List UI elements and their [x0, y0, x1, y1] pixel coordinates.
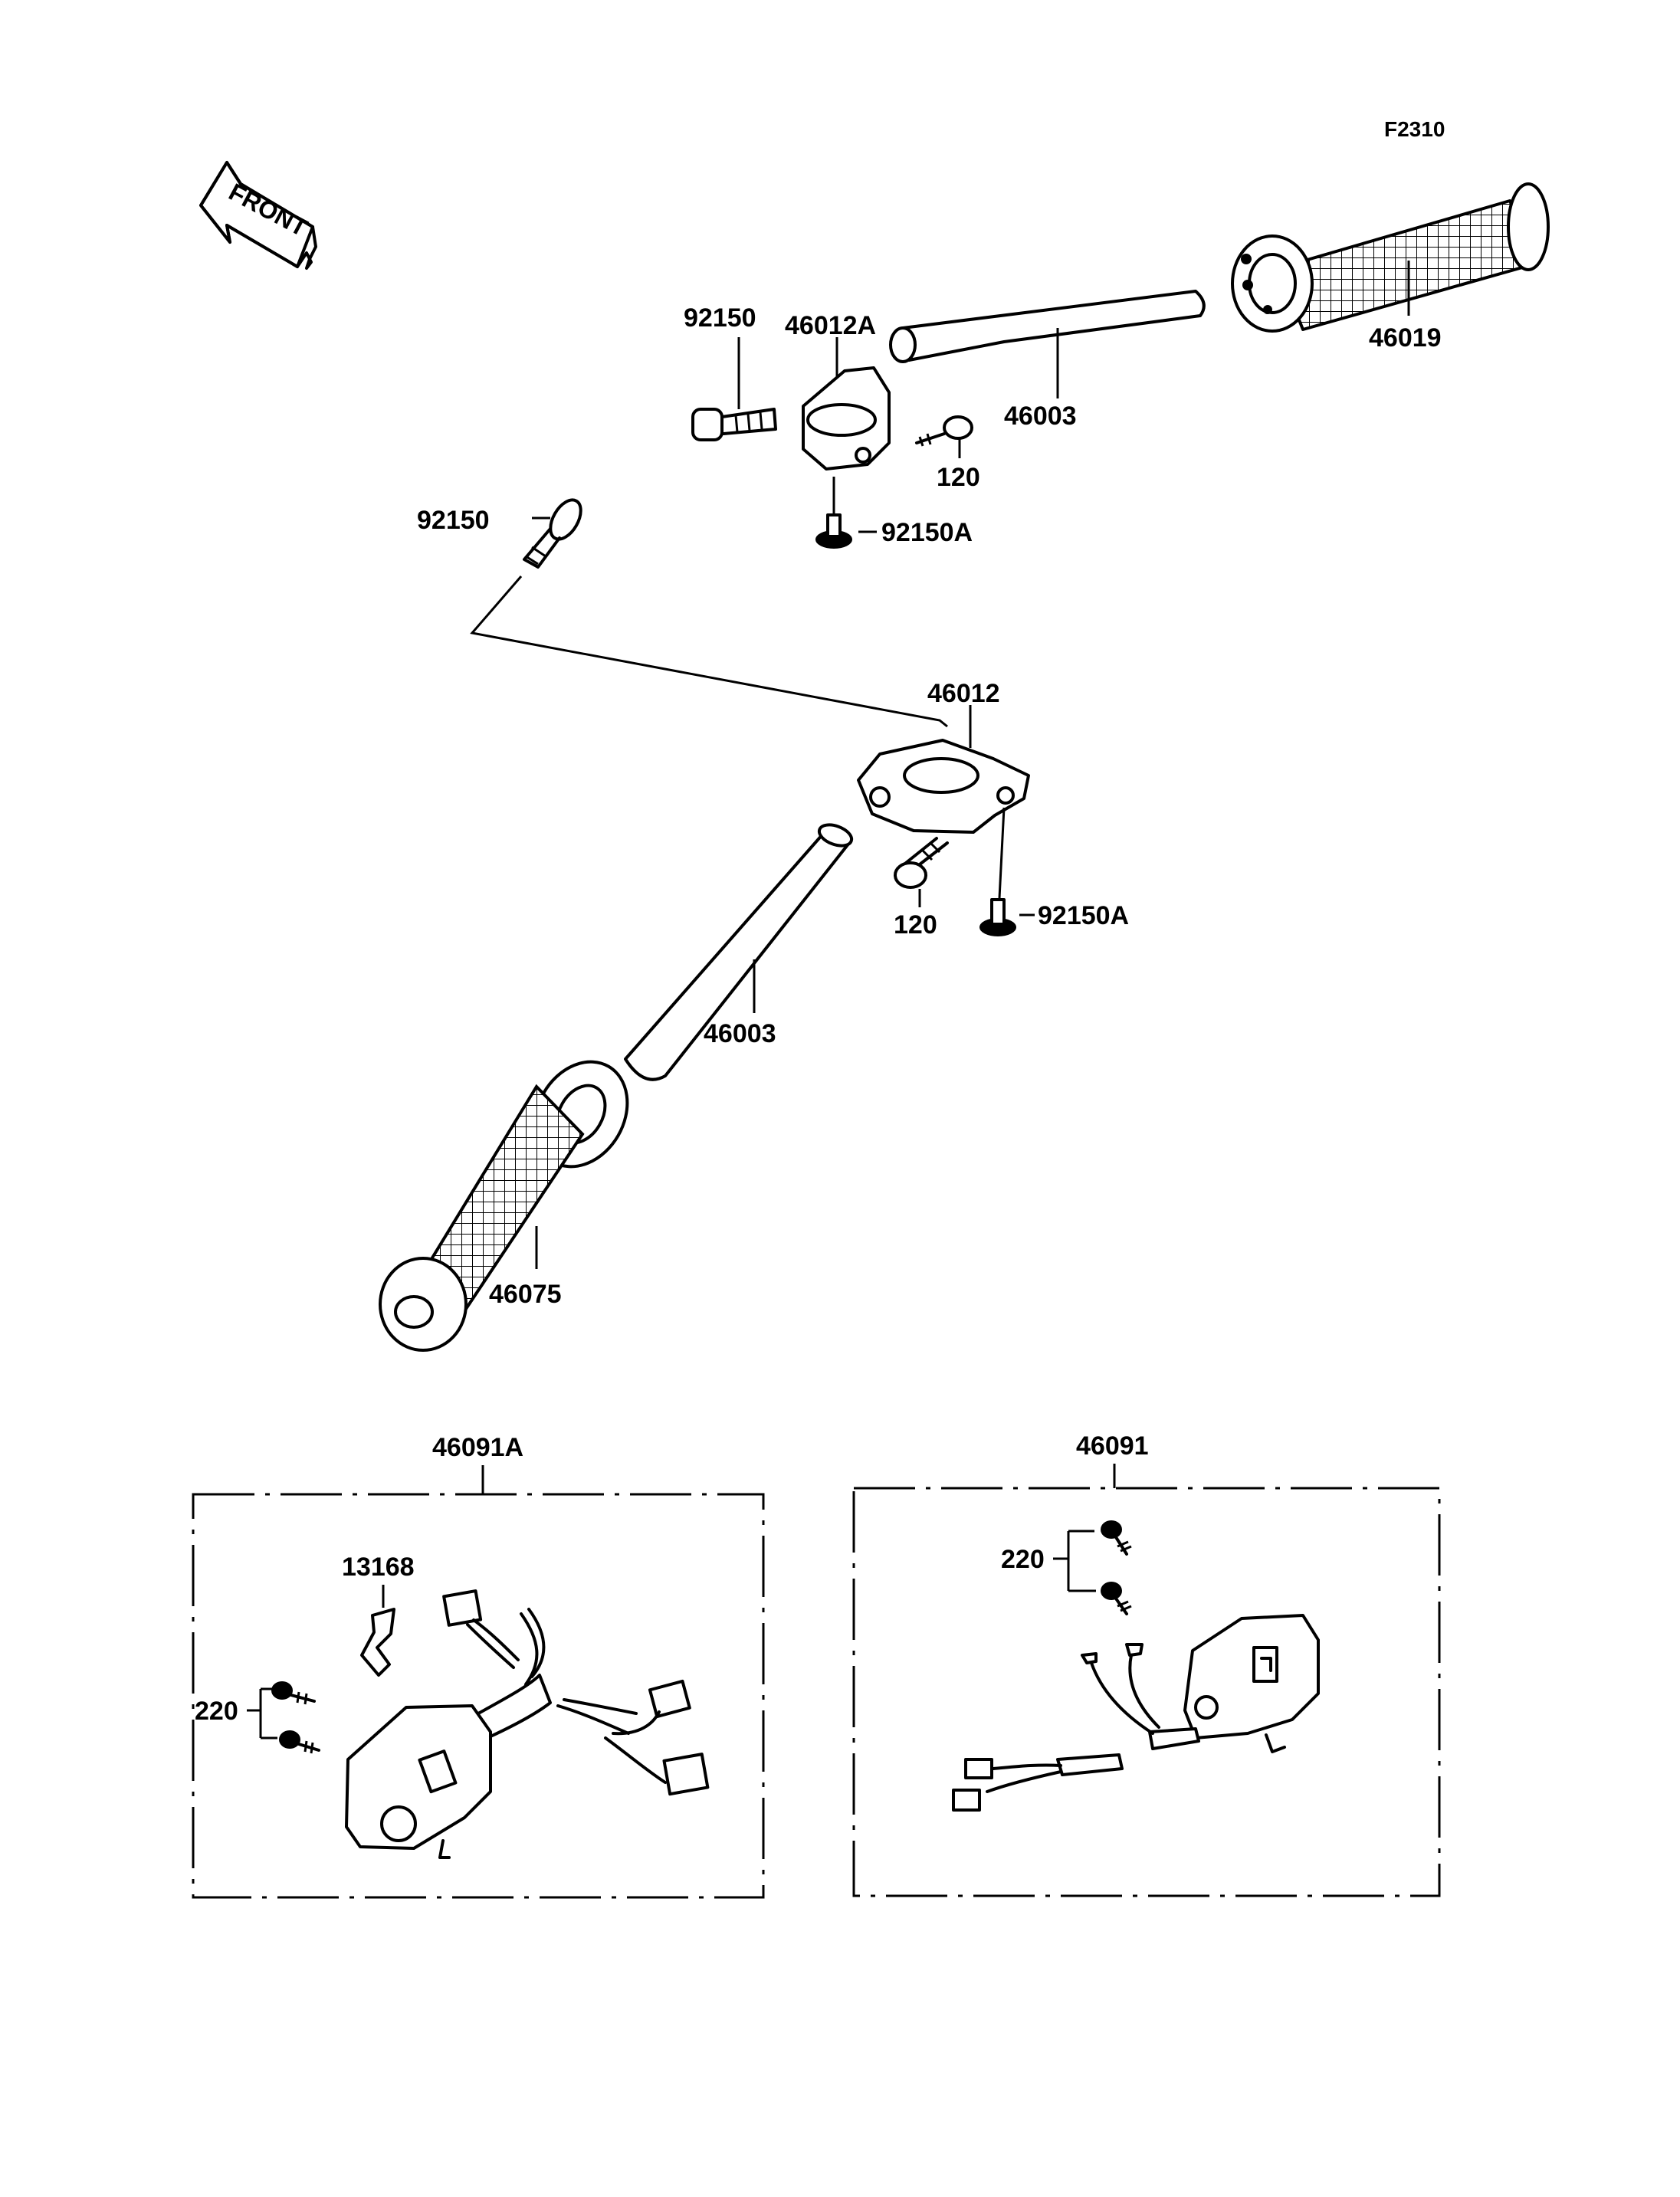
switch-screw-left-a	[271, 1681, 316, 1705]
right-handlebar-switch	[1148, 1614, 1320, 1753]
label-92150A-upper: 92150A	[881, 518, 973, 547]
label-46075: 46075	[489, 1280, 562, 1309]
label-92150A-left: 92150A	[1038, 901, 1129, 930]
left-handlebar-clamp	[857, 739, 1030, 834]
left-handlebar-switch	[345, 1608, 552, 1859]
label-120-left: 120	[894, 910, 937, 939]
right-handlebar-pipe	[889, 290, 1206, 363]
clip-13168	[360, 1608, 395, 1677]
clamp-bolt-left	[523, 498, 582, 569]
small-screw-upper	[915, 415, 973, 447]
throttle-grip	[1231, 182, 1550, 333]
box-left-title: 46091A	[432, 1433, 523, 1462]
box-right-frame	[852, 1487, 1441, 1897]
label-120-upper: 120	[937, 463, 980, 492]
clamp-bolt-upper	[691, 408, 777, 441]
label-46003-upper: 46003	[1004, 402, 1077, 431]
small-screw-left	[894, 837, 949, 889]
label-46019: 46019	[1369, 323, 1442, 353]
switch-screw-right-a	[1101, 1520, 1132, 1556]
label-92150-left: 92150	[417, 506, 490, 535]
lower-screw-upper	[815, 513, 852, 549]
label-13168: 13168	[342, 1553, 415, 1582]
box-right-title: 46091	[1076, 1431, 1149, 1461]
label-46012: 46012	[927, 679, 1000, 708]
connector-upper	[442, 1589, 520, 1669]
connector-lower	[556, 1679, 710, 1796]
switch-screw-left-b	[279, 1730, 320, 1754]
figure-code: F2310	[1384, 117, 1445, 141]
box-left-frame	[192, 1493, 765, 1899]
label-92150-upper: 92150	[684, 303, 756, 333]
label-46003-lower: 46003	[704, 1019, 776, 1048]
lower-screw-left	[979, 898, 1016, 936]
switch-wires-right	[952, 1643, 1160, 1812]
switch-screw-right-b	[1101, 1582, 1132, 1615]
label-220-right: 220	[1001, 1545, 1045, 1574]
front-arrow-icon: FRONT	[199, 161, 317, 270]
label-220-left: 220	[195, 1697, 238, 1726]
right-handlebar-clamp	[802, 366, 891, 471]
label-46012A: 46012A	[785, 311, 876, 340]
left-handlebar-pipe	[624, 823, 854, 1081]
left-grip	[379, 1060, 629, 1352]
